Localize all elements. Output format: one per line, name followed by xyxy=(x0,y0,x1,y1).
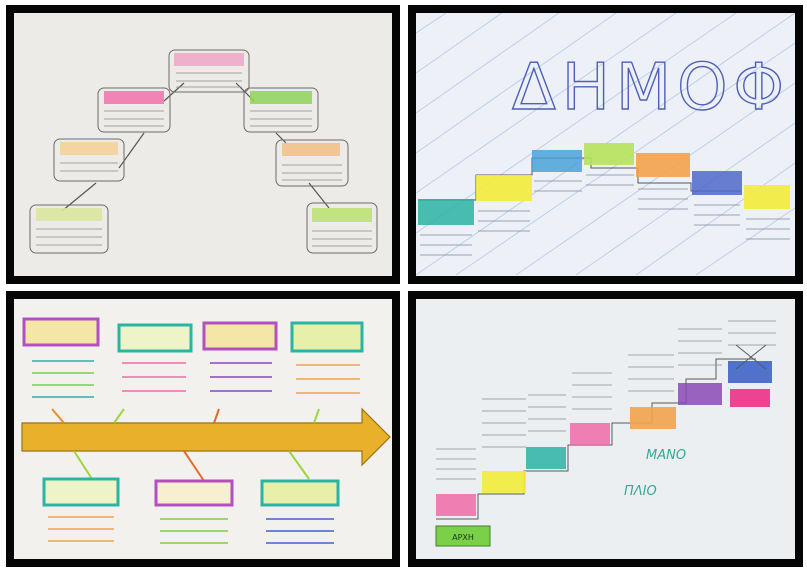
photo-staircase: ΑΡΧΗ ΜΑΝΟ ΠΛΙΟ xyxy=(408,291,803,567)
staircase-drawing: ΑΡΧΗ ΜΑΝΟ ΠΛΙΟ xyxy=(435,320,776,547)
big-title-text: ΔΗΜΟΦΙΛΕΙΣ xyxy=(512,51,795,125)
photo-mountain-diagram xyxy=(6,5,400,284)
photo-arrow-timeline xyxy=(6,291,400,567)
note-plio: ΠΛΙΟ xyxy=(624,484,657,499)
note-mano: ΜΑΝΟ xyxy=(646,448,686,463)
popular-steps-drawing: ΔΗΜΟΦΙΛΕΙΣ xyxy=(416,13,795,276)
start-box xyxy=(435,525,491,547)
arrow-timeline-drawing xyxy=(21,317,391,544)
mountain-diagram-drawing xyxy=(29,49,378,254)
photo-popular-steps: ΔΗΜΟΦΙΛΕΙΣ xyxy=(408,5,803,284)
start-label: ΑΡΧΗ xyxy=(452,533,474,542)
